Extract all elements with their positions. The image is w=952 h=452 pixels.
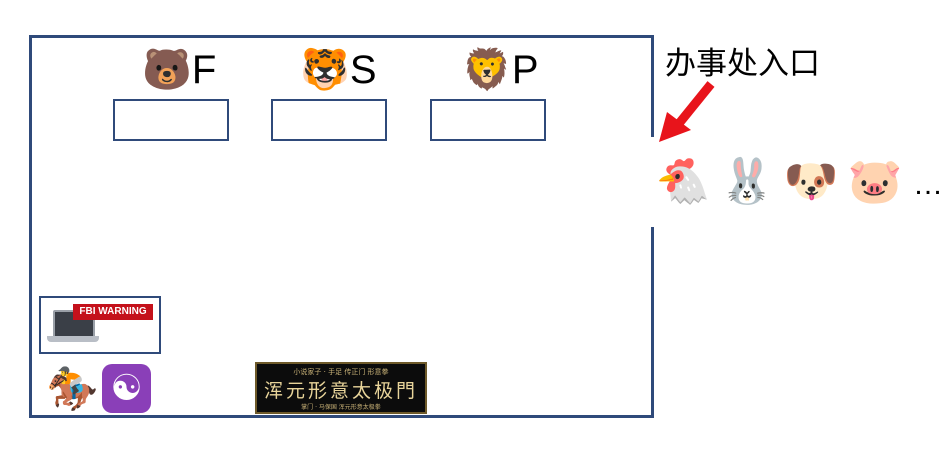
plaque-main-text: 浑元形意太极門 <box>263 380 418 402</box>
station-s-seat <box>271 99 387 141</box>
waiting-queue: 🐔 🐰 🐶 🐷 … <box>655 156 943 208</box>
entrance-arrow-icon <box>659 81 715 142</box>
plaque-top-text: 小说家子 · 手足 传正门 形意拳 <box>293 368 389 376</box>
station-s-letter: S <box>349 48 377 92</box>
tiger-face-icon: 🐯 <box>300 48 350 92</box>
station-p-label: 🦁P <box>462 48 539 92</box>
entrance-label: 办事处入口 <box>665 46 820 82</box>
office-doorway <box>650 137 658 227</box>
station-f-seat <box>113 99 229 141</box>
dog-face-icon: 🐶 <box>783 156 839 207</box>
yin-yang-icon: ☯ <box>102 364 151 413</box>
chicken-icon: 🐔 <box>655 156 711 207</box>
plaque-bottom-text: 掌门 · 马保国 浑元形意太极拳 <box>301 404 381 411</box>
pig-face-icon: 🐷 <box>847 156 903 207</box>
fbi-warning-panel: FBI WARNING <box>39 296 161 354</box>
lion-face-icon: 🦁 <box>462 48 512 92</box>
bear-face-icon: 🐻 <box>142 48 192 92</box>
station-f-label: 🐻F <box>142 48 216 92</box>
station-p-letter: P <box>511 48 539 92</box>
martial-arts-plaque: 小说家子 · 手足 传正门 形意拳 浑元形意太极門 掌门 · 马保国 浑元形意太… <box>255 362 427 414</box>
fbi-warning-banner: FBI WARNING <box>73 304 153 320</box>
office-room-outline <box>29 35 654 418</box>
station-s-label: 🐯S <box>300 48 377 92</box>
rabbit-face-icon: 🐰 <box>719 156 775 207</box>
horse-racing-icon: 🏇 <box>46 364 99 413</box>
laptop-base <box>47 336 99 342</box>
yin-yang-glyph: ☯ <box>110 367 143 409</box>
station-f-letter: F <box>191 48 217 92</box>
station-p-seat <box>430 99 546 141</box>
queue-ellipsis: … <box>913 168 943 201</box>
